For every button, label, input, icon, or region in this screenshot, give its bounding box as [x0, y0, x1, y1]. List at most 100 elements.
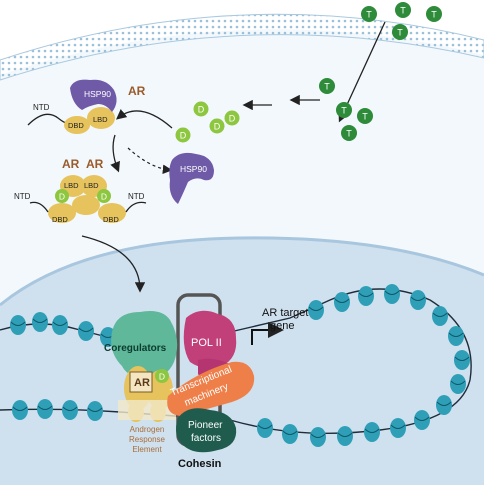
svg-text:T: T [431, 10, 437, 20]
svg-text:T: T [341, 106, 347, 116]
svg-text:T: T [324, 82, 330, 92]
ar-dimer: AR AR D D LBD LBD NTD NTD DBD DBD [14, 157, 147, 224]
testosterone-molecules: T T T T T T T T [319, 2, 442, 141]
chromatin [0, 284, 472, 447]
nucleosome [257, 418, 273, 438]
androgen-response-element: Androgen Response Element [118, 400, 176, 454]
nucleosome [308, 300, 324, 320]
hsp90-label: HSP90 [84, 89, 111, 99]
svg-text:T: T [366, 10, 372, 20]
cell-membrane [0, 13, 484, 81]
nucleosome [12, 400, 28, 420]
ntd-label-left: NTD [14, 192, 31, 201]
ar-nuclear-label: AR [134, 377, 150, 389]
lbd-label-right: LBD [84, 181, 99, 190]
testosterone-molecule: T [319, 78, 335, 94]
nucleosome [62, 400, 78, 420]
nucleosome [37, 399, 53, 419]
testosterone-molecule: T [336, 102, 352, 118]
pioneer-label-1: Pioneer [188, 420, 223, 431]
testosterone-molecule: T [361, 6, 377, 22]
nucleosome [364, 422, 380, 442]
nucleosome [358, 286, 374, 306]
testosterone-molecule: T [357, 108, 373, 124]
svg-text:D: D [101, 192, 107, 202]
ar-dimer-label-right: AR [86, 157, 104, 171]
ar-target-gene-label-2: gene [270, 320, 294, 332]
nucleosome [310, 427, 326, 447]
coregulators: Coregulators [104, 311, 178, 379]
dht-bound-nuclear: D [155, 369, 169, 383]
ar-dbd-domain [64, 116, 90, 134]
transcription-start-arrow [251, 322, 284, 345]
nucleosome [450, 374, 466, 394]
dbd-label-left: DBD [52, 215, 68, 224]
nucleus [0, 237, 484, 485]
nucleosome [384, 284, 400, 304]
nucleosome [432, 306, 448, 326]
dht-binding-arrow [115, 109, 173, 129]
nucleosome [414, 410, 430, 430]
dht-molecules: D D D D [175, 101, 240, 143]
svg-text:T: T [397, 28, 403, 38]
ar-hsp90-complex: HSP90 AR NTD DBD LBD [27, 79, 146, 134]
pioneer-label-2: factors [191, 433, 221, 444]
svg-text:T: T [362, 112, 368, 122]
dht-molecule: D [175, 127, 191, 143]
ar-lbd-domain [87, 107, 115, 129]
cohesin-label: Cohesin [178, 458, 222, 470]
ar-label: AR [128, 84, 146, 98]
svg-text:D: D [198, 105, 205, 115]
lbd-label-left: LBD [64, 181, 79, 190]
dht-bound-left: D [55, 189, 69, 203]
svg-text:T: T [400, 6, 406, 16]
nucleosome [282, 424, 298, 444]
nucleosome [334, 292, 350, 312]
svg-text:Androgen: Androgen [130, 425, 165, 434]
svg-text:D: D [59, 192, 65, 202]
svg-text:D: D [159, 372, 165, 382]
testosterone-molecule: T [395, 2, 411, 18]
dht-molecule: D [209, 118, 225, 134]
testosterone-molecule: T [426, 6, 442, 22]
pol-ii-label: POL II [191, 337, 222, 349]
nucleosome [10, 315, 26, 335]
nucleosome [390, 418, 406, 438]
dimerization-arrow [110, 134, 120, 173]
nucleosome [78, 321, 94, 341]
dht-bound-right: D [97, 189, 111, 203]
svg-text:Element: Element [132, 445, 162, 454]
nuclear-envelope [0, 236, 484, 307]
nucleosome [454, 350, 470, 370]
pioneer-factors: Pioneer factors [176, 408, 237, 453]
released-hsp90-label: HSP90 [180, 164, 207, 174]
nucleosome [32, 312, 48, 332]
svg-text:D: D [180, 131, 187, 141]
dbd-label: DBD [68, 121, 84, 130]
nucleosome [410, 290, 426, 310]
released-hsp90: HSP90 [169, 152, 214, 204]
hsp90-release-arrow [127, 147, 173, 175]
dht-molecule: D [224, 110, 240, 126]
nuclear-translocation-arrow [81, 235, 146, 293]
nucleosome [337, 426, 353, 446]
nucleosome [87, 401, 103, 421]
testosterone-molecule: T [392, 24, 408, 40]
dht-molecule: D [193, 101, 209, 117]
svg-text:D: D [214, 122, 221, 132]
nucleosome [52, 315, 68, 335]
hsp90-protein [70, 79, 117, 112]
ntd-label: NTD [33, 103, 50, 112]
nucleosome [448, 326, 464, 346]
svg-text:T: T [346, 129, 352, 139]
dbd-label-right: DBD [103, 215, 119, 224]
nucleosome [436, 395, 452, 415]
svg-text:D: D [229, 114, 236, 124]
ntd-label-right: NTD [128, 192, 145, 201]
svg-text:Response: Response [129, 435, 166, 444]
lbd-label: LBD [93, 115, 108, 124]
ar-dimer-label-left: AR [62, 157, 80, 171]
ar-target-gene-label-1: AR target [262, 307, 308, 319]
